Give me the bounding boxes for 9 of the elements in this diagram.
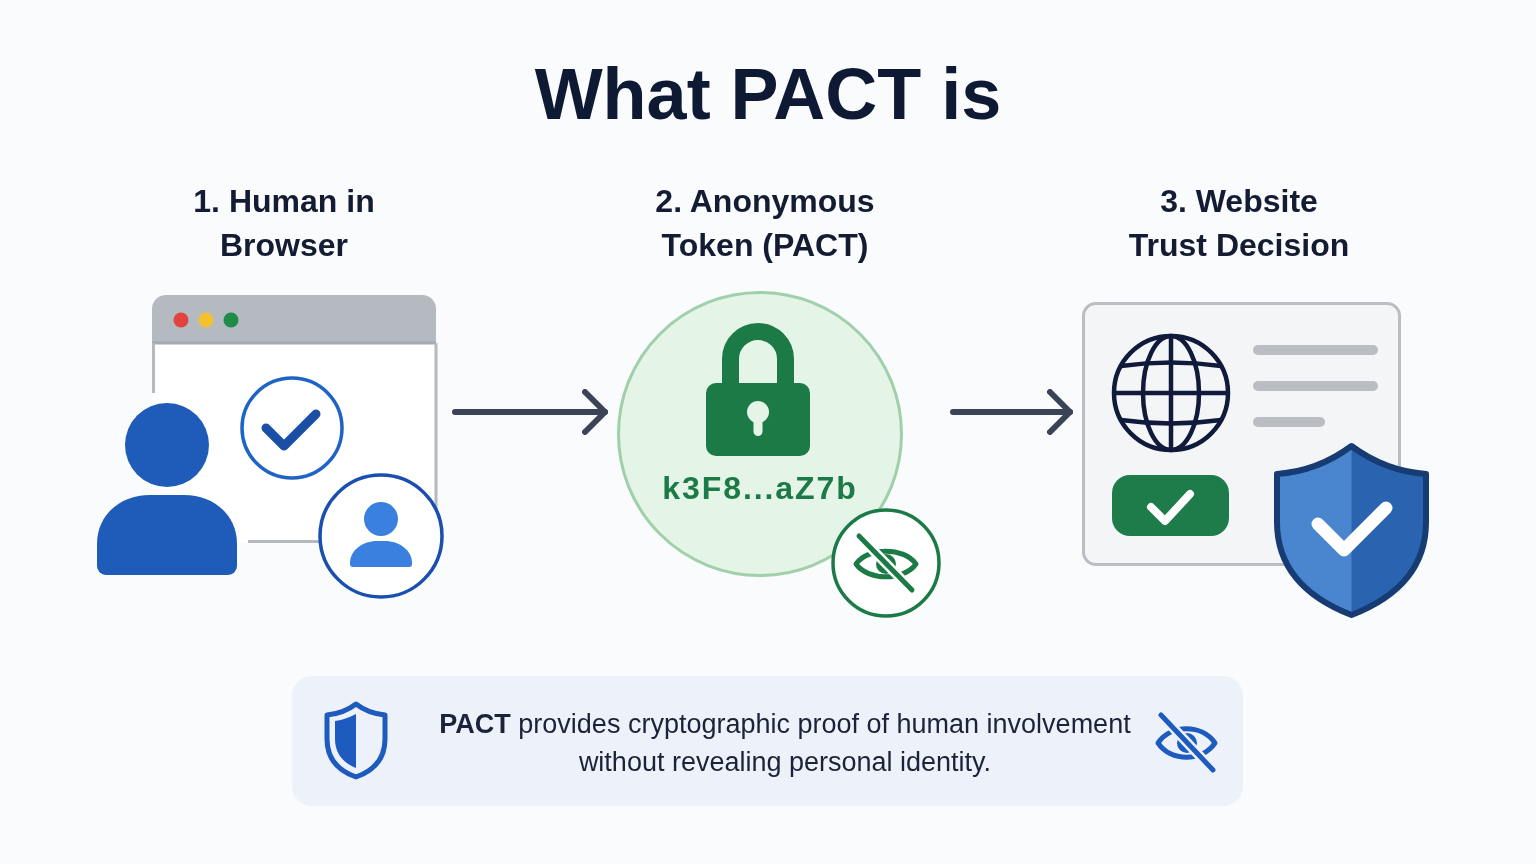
title: What PACT is [534, 58, 1002, 130]
step-heading: 3. Website Trust Decision [1127, 182, 1351, 265]
token-text: k3F8...aZ7b [662, 470, 858, 506]
step-heading: 2. Anonymous Token (PACT) [654, 182, 876, 265]
arrow [950, 389, 1073, 435]
info-banner [292, 676, 1243, 806]
step-heading: 1. Human in Browser [192, 182, 376, 265]
summary-text: PACT provides cryptographic proof of human involvement without revealing personal identity. [438, 708, 1132, 779]
arrow [452, 389, 608, 435]
